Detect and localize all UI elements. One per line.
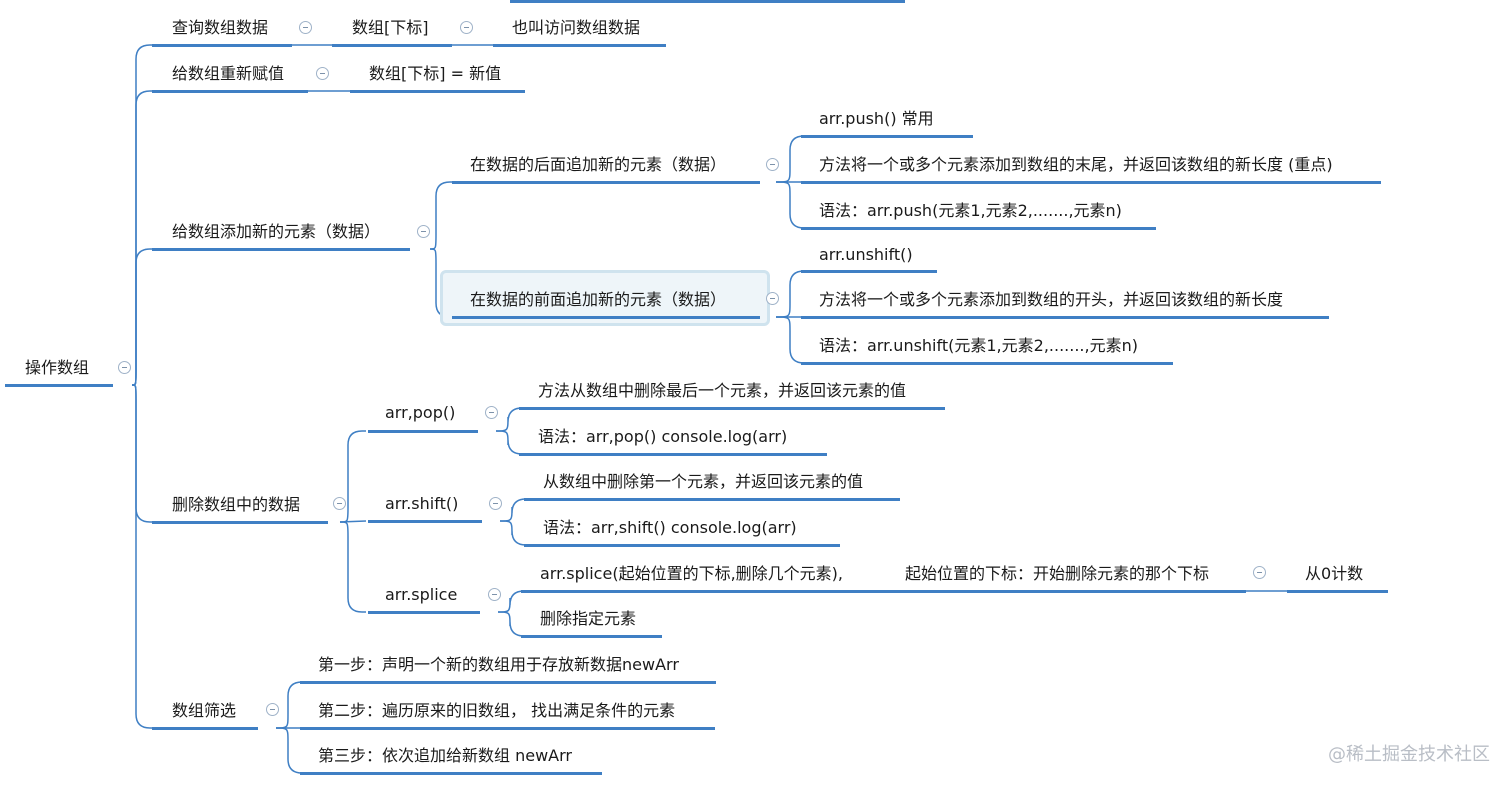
node-underline (300, 681, 716, 684)
node-step-2[interactable]: 第二步：遍历原来的旧数组， 找出满足条件的元素 (318, 701, 676, 720)
connector-line (275, 727, 306, 774)
connector-line (429, 181, 454, 250)
connector-line (339, 521, 366, 613)
node-underline (152, 521, 328, 524)
connector-line (775, 181, 808, 229)
node-query[interactable]: 查询数组数据 (172, 18, 269, 37)
node-underline (801, 227, 1156, 230)
collapse-icon[interactable] (488, 588, 501, 601)
root-node[interactable]: 操作数组 (25, 358, 90, 377)
node-underline (368, 611, 480, 614)
node-push[interactable]: arr.push() 常用 (819, 109, 934, 128)
collapse-icon[interactable] (766, 158, 779, 171)
connector-line (499, 520, 530, 546)
node-underline (801, 362, 1173, 365)
node-splice-count-from-zero[interactable]: 从0计数 (1305, 564, 1364, 583)
node-underline (452, 181, 760, 184)
node-underline (368, 430, 478, 433)
connector-line (499, 498, 530, 522)
collapse-icon[interactable] (417, 225, 430, 238)
node-query-index[interactable]: 数组[下标] (352, 18, 429, 37)
node-underline (152, 248, 410, 251)
node-shift[interactable]: arr.shift() (385, 494, 459, 513)
collapse-icon[interactable] (118, 361, 131, 374)
node-underline (524, 544, 840, 547)
node-underline (300, 727, 715, 730)
node-underline (801, 135, 973, 138)
node-pop-syntax[interactable]: 语法：arr,pop() console.log(arr) (538, 427, 788, 446)
collapse-icon[interactable] (316, 67, 329, 80)
connector-line (131, 384, 154, 729)
node-push-description[interactable]: 方法将一个或多个元素添加到数组的末尾，并返回该数组的新长度 (重点) (819, 155, 1333, 174)
node-underline (152, 90, 308, 93)
collapse-icon[interactable] (266, 703, 279, 716)
connector-line (497, 611, 528, 637)
connector-line (495, 407, 526, 432)
connector-line (131, 248, 154, 386)
node-array-filter[interactable]: 数组筛选 (172, 701, 237, 720)
node-add-back[interactable]: 在数据的后面追加新的元素（数据） (470, 155, 727, 174)
node-reassign-expression[interactable]: 数组[下标] = 新值 (369, 64, 502, 83)
node-underline (801, 316, 1329, 319)
node-unshift-syntax[interactable]: 语法：arr.unshift(元素1,元素2,.......,元素n) (819, 336, 1138, 355)
connector-line (775, 270, 808, 318)
node-underline (368, 520, 482, 523)
collapse-icon[interactable] (485, 406, 498, 419)
node-reassign[interactable]: 给数组重新赋值 (172, 64, 285, 83)
collapse-icon[interactable] (333, 497, 346, 510)
node-underline (1287, 590, 1388, 593)
collapse-icon[interactable] (299, 21, 312, 34)
connector-line (775, 135, 808, 183)
connector-line (497, 590, 528, 613)
connector-line (495, 430, 526, 455)
node-underline (801, 181, 1381, 184)
node-add-elements[interactable]: 给数组添加新的元素（数据） (172, 222, 381, 241)
node-splice[interactable]: arr.splice (385, 585, 458, 604)
node-underline (300, 772, 602, 775)
node-underline (332, 44, 452, 47)
node-shift-description[interactable]: 从数组中删除第一个元素，并返回该元素的值 (543, 472, 864, 491)
node-underline (519, 453, 827, 456)
top-edge-underline (510, 0, 905, 3)
node-unshift-description[interactable]: 方法将一个或多个元素添加到数组的开头，并返回该数组的新长度 (819, 290, 1284, 309)
node-push-syntax[interactable]: 语法：arr.push(元素1,元素2,.......,元素n) (819, 201, 1122, 220)
watermark: @稀土掘金技术社区 (1328, 744, 1490, 765)
collapse-icon[interactable] (460, 21, 473, 34)
node-delete-data[interactable]: 删除数组中的数据 (172, 495, 301, 514)
node-step-1[interactable]: 第一步：声明一个新的数组用于存放新数据newArr (318, 655, 679, 674)
node-underline (519, 407, 945, 410)
node-splice-start-index[interactable]: 起始位置的下标：开始删除元素的那个下标 (905, 564, 1210, 583)
connector-line (775, 316, 808, 364)
node-step-3[interactable]: 第三步：依次追加给新数组 newArr (318, 746, 572, 765)
node-add-front[interactable]: 在数据的前面追加新的元素（数据） (470, 290, 727, 309)
connector-line (339, 430, 366, 523)
collapse-icon[interactable] (1253, 566, 1266, 579)
collapse-icon[interactable] (489, 497, 502, 510)
node-shift-syntax[interactable]: 语法：arr,shift() console.log(arr) (543, 518, 797, 537)
connector-line (275, 681, 306, 729)
node-underline (524, 498, 900, 501)
node-underline (152, 44, 292, 47)
node-underline (452, 316, 760, 319)
node-splice-description[interactable]: 删除指定元素 (540, 609, 637, 628)
node-underline (521, 590, 1246, 593)
collapse-icon[interactable] (766, 292, 779, 305)
node-underline (521, 635, 662, 638)
node-underline (801, 270, 937, 273)
root-underline (5, 384, 113, 387)
node-query-note[interactable]: 也叫访问数组数据 (512, 18, 641, 37)
node-underline (493, 44, 666, 47)
node-splice-syntax[interactable]: arr.splice(起始位置的下标,删除几个元素), (540, 564, 843, 583)
node-unshift[interactable]: arr.unshift() (819, 245, 913, 264)
node-underline (350, 90, 525, 93)
node-underline (152, 727, 258, 730)
node-pop[interactable]: arr,pop() (385, 403, 456, 422)
node-pop-description[interactable]: 方法从数组中删除最后一个元素，并返回该元素的值 (538, 381, 907, 400)
